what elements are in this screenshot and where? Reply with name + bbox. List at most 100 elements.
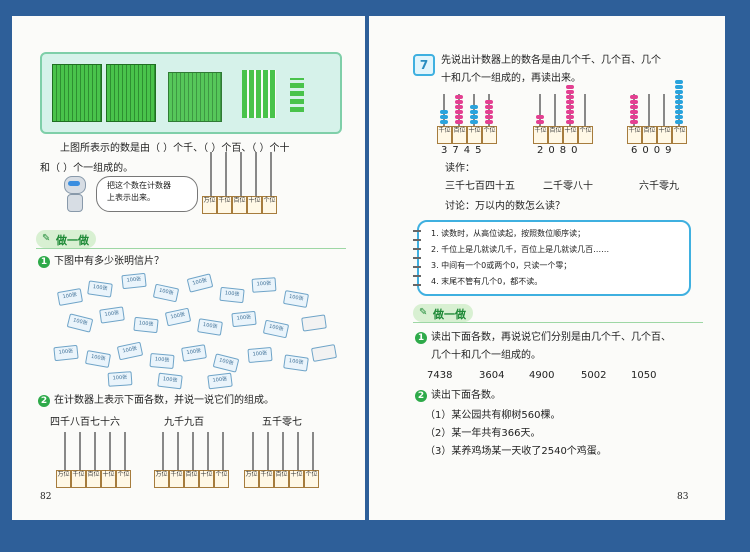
- right-page: 7 先说出计数器上的数各是由几个千、几个百、几个 十和几个一组成的，再读出来。 …: [369, 16, 725, 520]
- banner-label: 做一做: [433, 308, 466, 321]
- question-7-text-1: 先说出计数器上的数各是由几个千、几个百、几个: [441, 55, 661, 66]
- postcard-bundle: 100张: [87, 280, 113, 298]
- left-page: 上图所表示的数是由（ ）个千、（ ）个百、（ ）个十 和（ ）个一组成的。 把这…: [12, 16, 365, 520]
- abacus-2080: 千位 百位 十位 个位: [533, 85, 597, 144]
- question-7-badge: 7: [413, 54, 435, 76]
- place-label: 十位: [657, 126, 672, 144]
- postcard-single: [301, 314, 327, 332]
- reading-1: 三千七百四十五: [445, 181, 515, 192]
- postcard-bundle: 100张: [53, 344, 79, 362]
- read-label: 读作：: [445, 163, 475, 174]
- postcard-bundle: 100张: [56, 288, 84, 306]
- place-label: 个位: [116, 470, 131, 488]
- discussion-text: 讨论：万以内的数怎么读？: [445, 201, 565, 212]
- place-label: 百位: [548, 126, 563, 144]
- place-label: 个位: [214, 470, 229, 488]
- postcard-bundle: 100张: [84, 350, 112, 368]
- ex1-number-5: 1050: [631, 370, 657, 381]
- number-word-2: 九千九百: [164, 417, 204, 428]
- place-label: 千位: [627, 126, 642, 144]
- postcard-bundle: 100张: [197, 318, 223, 336]
- exercise-1-badge: 1: [415, 332, 427, 344]
- question-2-badge: 2: [38, 395, 50, 407]
- ex1-number-3: 4900: [529, 370, 555, 381]
- ex2-item-1: （1）某公园共有柳树560棵。: [425, 410, 561, 421]
- place-label: 千位: [437, 126, 452, 144]
- ex2-item-2: （2）某一年共有366天。: [425, 428, 541, 439]
- place-label: 百位: [274, 470, 289, 488]
- postcard-bundle: 100张: [152, 283, 180, 303]
- place-label: 个位: [482, 126, 497, 144]
- place-label: 万位: [56, 470, 71, 488]
- question-1-badge: 1: [38, 256, 50, 268]
- ex2-item-3: （3）某养鸡场某一天收了2540个鸡蛋。: [425, 446, 607, 457]
- reading-3: 六千零九: [639, 181, 679, 192]
- abacus-q2-2: 万位 千位 百位 十位 个位: [154, 432, 232, 488]
- place-label: 十位: [247, 196, 262, 214]
- postcard-bundle: 100张: [133, 316, 159, 334]
- abacus-3745: 千位 百位 十位 个位: [437, 94, 501, 144]
- postcard-bundle: 100张: [116, 341, 144, 361]
- place-label: 千位: [217, 196, 232, 214]
- place-label: 个位: [262, 196, 277, 214]
- intro-text-2: 和（ ）个一组成的。: [40, 163, 134, 174]
- page-number: 82: [40, 492, 52, 502]
- ex1-number-4: 5002: [581, 370, 607, 381]
- postcard-bundle: 100张: [231, 310, 257, 328]
- postcard-bundle: 100张: [247, 346, 273, 364]
- rule-2: 2. 千位上是几就读几千，百位上是几就读几百……: [431, 245, 610, 254]
- postcard-bundle: 100张: [121, 272, 147, 290]
- place-label: 万位: [244, 470, 259, 488]
- place-label: 千位: [533, 126, 548, 144]
- postcard-bundle: 100张: [157, 372, 183, 390]
- exercise-2-badge: 2: [415, 390, 427, 402]
- page-number: 83: [677, 492, 689, 502]
- practice-banner: 做一做 ✎: [413, 304, 703, 323]
- place-label: 个位: [578, 126, 593, 144]
- pencil-icon: ✎: [42, 233, 51, 244]
- abacus-value-1: 3745: [441, 145, 487, 156]
- place-label: 个位: [672, 126, 687, 144]
- blocks-panel: [40, 52, 342, 134]
- postcard-bundle: 100张: [66, 313, 94, 333]
- postcard-bundle: 100张: [251, 277, 277, 293]
- rule-4: 4. 末尾不管有几个0，都不读。: [431, 277, 543, 286]
- postcard-bundle: 100张: [99, 306, 125, 324]
- place-label: 十位: [563, 126, 578, 144]
- unit-cubes: [290, 78, 304, 112]
- postcard-bundle: 100张: [212, 353, 240, 373]
- exercise-2-text: 读出下面各数。: [431, 390, 501, 401]
- notebook-spiral: [413, 228, 421, 286]
- exercise-1-text-2: 几个十和几个一组成的。: [431, 350, 541, 361]
- place-label: 十位: [289, 470, 304, 488]
- place-label: 十位: [467, 126, 482, 144]
- question-2-text: 在计数器上表示下面各数，并说一说它们的组成。: [54, 395, 274, 406]
- ten-rods: [242, 70, 276, 118]
- exercise-1-text-1: 读出下面各数，再说说它们分别是由几个千、几个百、: [431, 332, 671, 343]
- place-label: 百位: [184, 470, 199, 488]
- place-label: 个位: [304, 470, 319, 488]
- pencil-icon: ✎: [419, 307, 428, 318]
- robot-icon: [60, 176, 88, 216]
- ex1-number-1: 7438: [427, 370, 453, 381]
- bubble-line-2: 上表示出来。: [107, 193, 155, 202]
- postcards-pile: 100张 100张 100张 100张 100张 100张 100张 100张 …: [48, 272, 338, 390]
- place-label: 百位: [232, 196, 247, 214]
- reading-2: 二千零八十: [543, 181, 593, 192]
- thousand-cube: [52, 64, 102, 122]
- abacus-q2-3: 万位 千位 百位 十位 个位: [244, 432, 322, 488]
- rule-1: 1. 读数时，从高位读起，按照数位顺序读；: [431, 229, 586, 238]
- postcard-bundle: 100张: [283, 354, 309, 372]
- reading-rules-box: 1. 读数时，从高位读起，按照数位顺序读； 2. 千位上是几就读几千，百位上是几…: [413, 220, 691, 296]
- postcard-bundle: 100张: [207, 372, 233, 390]
- question-1-text: 下图中有多少张明信片？: [54, 256, 164, 267]
- abacus-value-2: 2080: [537, 145, 583, 156]
- postcard-bundle: 100张: [282, 290, 310, 308]
- number-word-1: 四千八百七十六: [50, 417, 120, 428]
- number-word-3: 五千零七: [262, 417, 302, 428]
- postcard-bundle: 100张: [186, 273, 214, 293]
- empty-abacus: 万位 千位 百位 十位 个位: [202, 152, 280, 214]
- thousand-cube: [106, 64, 156, 122]
- postcard-bundle: 100张: [107, 371, 133, 387]
- postcard-bundle: 100张: [219, 286, 245, 304]
